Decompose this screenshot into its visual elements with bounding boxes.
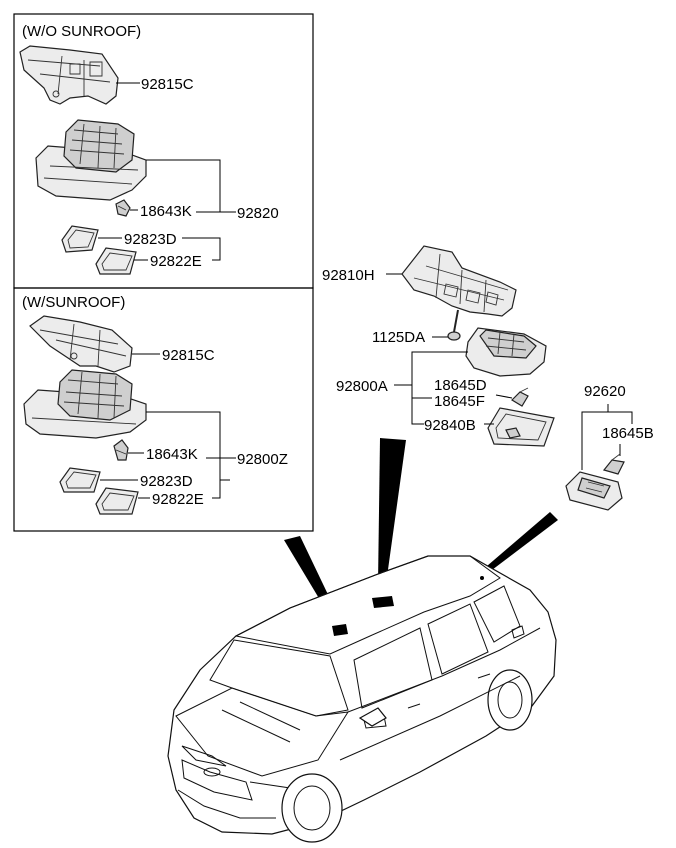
festoon-bulb <box>511 387 529 407</box>
label-92815c-bottom: 92815C <box>162 347 215 364</box>
label-92810h: 92810H <box>322 267 375 284</box>
screw-1125da <box>447 309 461 341</box>
trunk-lamp-92620 <box>565 471 623 511</box>
main-room-lamp-assembly: 92810H 1125DA 92800A 18645D 18645F <box>322 245 555 447</box>
label-92815c-top: 92815C <box>141 76 194 93</box>
trunk-bulb <box>602 453 625 475</box>
label-92822e-bottom: 92822E <box>152 491 204 508</box>
lens-92822e-top <box>95 247 137 275</box>
label-92840b: 92840B <box>424 417 476 434</box>
panel-without-sunroof: (W/O SUNROOF) 92815C 92820 18643K <box>13 13 314 289</box>
label-18643k-top: 18643K <box>140 203 192 220</box>
label-92822e-top: 92822E <box>150 253 202 270</box>
room-lamp-92820 <box>35 119 147 201</box>
label-18645b: 18645B <box>602 425 654 442</box>
panel-title-without-sunroof: (W/O SUNROOF) <box>22 23 141 40</box>
panel-with-sunroof: (W/SUNROOF) 92815C 92800Z 18643K <box>13 287 314 532</box>
label-18645f: 18645F <box>434 393 485 410</box>
bracket-92815c-bottom <box>29 315 133 373</box>
label-92823d-top: 92823D <box>124 231 177 248</box>
label-92823d-bottom: 92823D <box>140 473 193 490</box>
panel-title-with-sunroof: (W/SUNROOF) <box>22 294 125 311</box>
lens-92823d-bottom <box>59 467 101 493</box>
lens-92822e-bottom <box>95 487 139 515</box>
bracket-92815c-top <box>19 45 119 105</box>
bracket-92810h <box>401 245 517 317</box>
lens-92840b <box>487 407 555 447</box>
label-92800z: 92800Z <box>237 451 288 468</box>
trunk-lamp-assembly: 92620 18645B <box>565 383 654 511</box>
label-92800a: 92800A <box>336 378 388 395</box>
room-lamp-92800z <box>23 369 147 439</box>
room-lamp-92800a <box>465 327 547 377</box>
lens-92823d-top <box>61 225 99 253</box>
label-1125da: 1125DA <box>372 329 425 346</box>
label-18645d: 18645D <box>434 377 487 394</box>
bulb-18643k-top <box>115 199 131 217</box>
car-illustration <box>167 555 557 843</box>
label-92620: 92620 <box>584 383 626 400</box>
label-92820: 92820 <box>237 205 279 222</box>
bulb-18643k-bottom <box>113 439 129 461</box>
label-18643k-bottom: 18643K <box>146 446 198 463</box>
